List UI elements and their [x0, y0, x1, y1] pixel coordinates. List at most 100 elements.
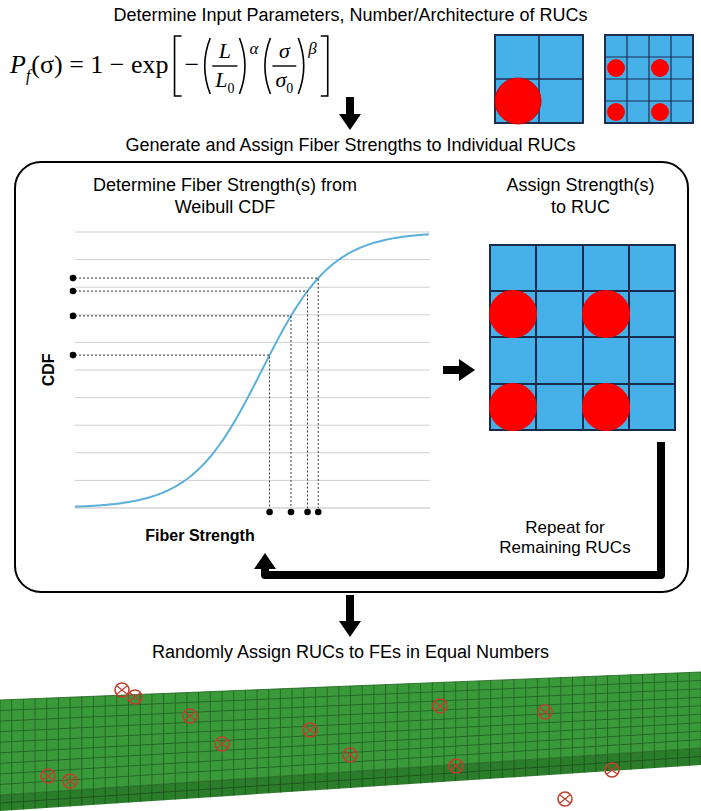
formula-term: β: [308, 40, 316, 57]
mesh-line: [537, 679, 538, 759]
flow-arrow: [339, 97, 361, 130]
ruc-cell-fill: [490, 245, 675, 430]
ruc-mark: [605, 763, 619, 777]
grid-line: [605, 78, 693, 79]
ruc-mark: [305, 726, 315, 734]
mesh-line: [630, 675, 631, 753]
paren-symbol: [265, 38, 271, 94]
mesh-line: [665, 673, 666, 750]
mesh-line: [490, 680, 491, 762]
arrow-shaft: [443, 366, 460, 374]
cdf-dot: [70, 313, 77, 320]
mesh-line: [257, 690, 258, 778]
ruc-mark: [130, 693, 140, 701]
mesh-line: [0, 731, 701, 774]
formula-term: L: [219, 40, 231, 62]
mesh-line: [58, 698, 59, 791]
mesh-line: [584, 677, 585, 756]
mesh-line: [362, 686, 363, 771]
ruc-mark: [607, 766, 617, 774]
formula-term: f: [26, 68, 30, 84]
mesh-line: [315, 687, 316, 773]
ruc-mark: [305, 726, 315, 734]
formula-term: 0: [286, 82, 293, 96]
fiber-circle: [651, 103, 669, 121]
mesh-line: [654, 674, 655, 751]
stage-box: Randomly Assign RUCs to FEs in Equal Num…: [0, 640, 701, 811]
ruc-mark: [43, 772, 53, 780]
mesh-line: [479, 681, 480, 763]
ruc-mark: [217, 740, 227, 748]
mesh-line: [0, 748, 701, 795]
ruc-4x4: [605, 35, 693, 123]
ruc-mark: [303, 723, 317, 737]
mesh-line: [175, 693, 176, 783]
mesh-line: [70, 697, 71, 790]
stage-heading: Determine Input Parameters, Number/Archi…: [0, 5, 701, 27]
grid-line: [75, 287, 430, 288]
mesh-line: [0, 706, 701, 742]
ruc-mark: [451, 762, 461, 770]
mesh-line: [607, 676, 608, 755]
ruc-mark: [215, 737, 229, 751]
mesh-line: [338, 686, 339, 772]
grid-line: [75, 452, 430, 453]
grid-line: [75, 259, 430, 260]
mesh-line: [525, 679, 526, 760]
mesh-line: [642, 674, 643, 752]
arrow-head: [339, 114, 361, 130]
ruc-mark: [115, 683, 129, 697]
edge-label: Repeat for Remaining RUCs: [490, 518, 640, 559]
grid-line: [495, 78, 583, 80]
cdf-dot: [70, 275, 77, 282]
mesh-line: [151, 694, 152, 785]
ruc-mark: [538, 705, 552, 719]
arrow-shaft: [346, 97, 354, 115]
mesh-line: [210, 692, 211, 781]
mesh-line: [560, 678, 561, 758]
mesh-line: [572, 677, 573, 756]
mesh-line: [677, 673, 678, 750]
stage-box: Determine Input Parameters, Number/Archi…: [0, 3, 701, 95]
formula-term: P: [10, 52, 26, 78]
formula-term: σ: [275, 69, 286, 91]
mesh-line: [245, 690, 246, 778]
axis-label: CDF: [39, 354, 57, 387]
ruc-mark: [560, 795, 570, 803]
mesh-line: [163, 693, 164, 784]
formula-term: σ: [279, 40, 290, 62]
mesh-line: [268, 689, 269, 777]
mesh-line: [23, 699, 24, 793]
strength-dot: [304, 509, 311, 516]
grid-line: [75, 232, 430, 233]
mesh-line: [116, 695, 117, 787]
lookup-line: [75, 316, 291, 508]
arrow-head: [254, 553, 276, 569]
fiber-circle: [607, 103, 625, 121]
mesh-line: [221, 691, 222, 780]
mesh-line: [455, 682, 456, 765]
stage-box: Assign Strength(s) to RUC: [478, 175, 683, 440]
formula-term: L: [215, 69, 227, 91]
fiber-circle: [495, 78, 541, 124]
mesh-line: [514, 679, 515, 760]
mesh-line: [327, 687, 328, 773]
strength-dot: [288, 509, 295, 516]
paren-symbol: [298, 38, 304, 94]
ruc-mark: [345, 751, 355, 759]
mesh-line: [140, 694, 141, 785]
grid-line: [605, 56, 693, 57]
mesh-line: [186, 693, 187, 783]
ruc-2x2: [495, 35, 583, 124]
ruc-mark: [117, 686, 127, 694]
ruc-mark: [540, 708, 550, 716]
mesh-line: [0, 700, 1, 795]
mesh-line: [373, 685, 374, 770]
stage-heading: Assign Strength(s) to RUC: [498, 175, 663, 218]
ruc-mark: [449, 759, 463, 773]
mesh-line: [81, 697, 82, 790]
mesh-line: [128, 695, 129, 787]
mesh-line: [350, 686, 351, 772]
ruc-mark: [183, 709, 197, 723]
